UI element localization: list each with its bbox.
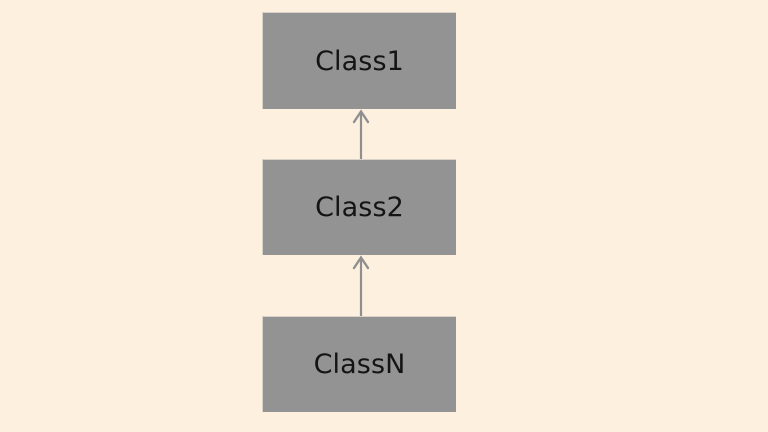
arrow-head-up-icon (352, 255, 370, 270)
class-box-class1[interactable]: Class1 (262, 12, 456, 109)
class-box-label: ClassN (313, 349, 406, 380)
class-box-label: Class1 (315, 45, 404, 77)
class-box-label: Class2 (315, 192, 404, 223)
class-box-class2[interactable]: Class2 (262, 159, 456, 255)
generalization-arrow-class2-to-class1 (352, 109, 370, 163)
class-box-classn[interactable]: ClassN (262, 316, 456, 412)
generalization-arrow-classn-to-class2 (352, 255, 370, 320)
arrow-head-up-icon (352, 109, 370, 124)
